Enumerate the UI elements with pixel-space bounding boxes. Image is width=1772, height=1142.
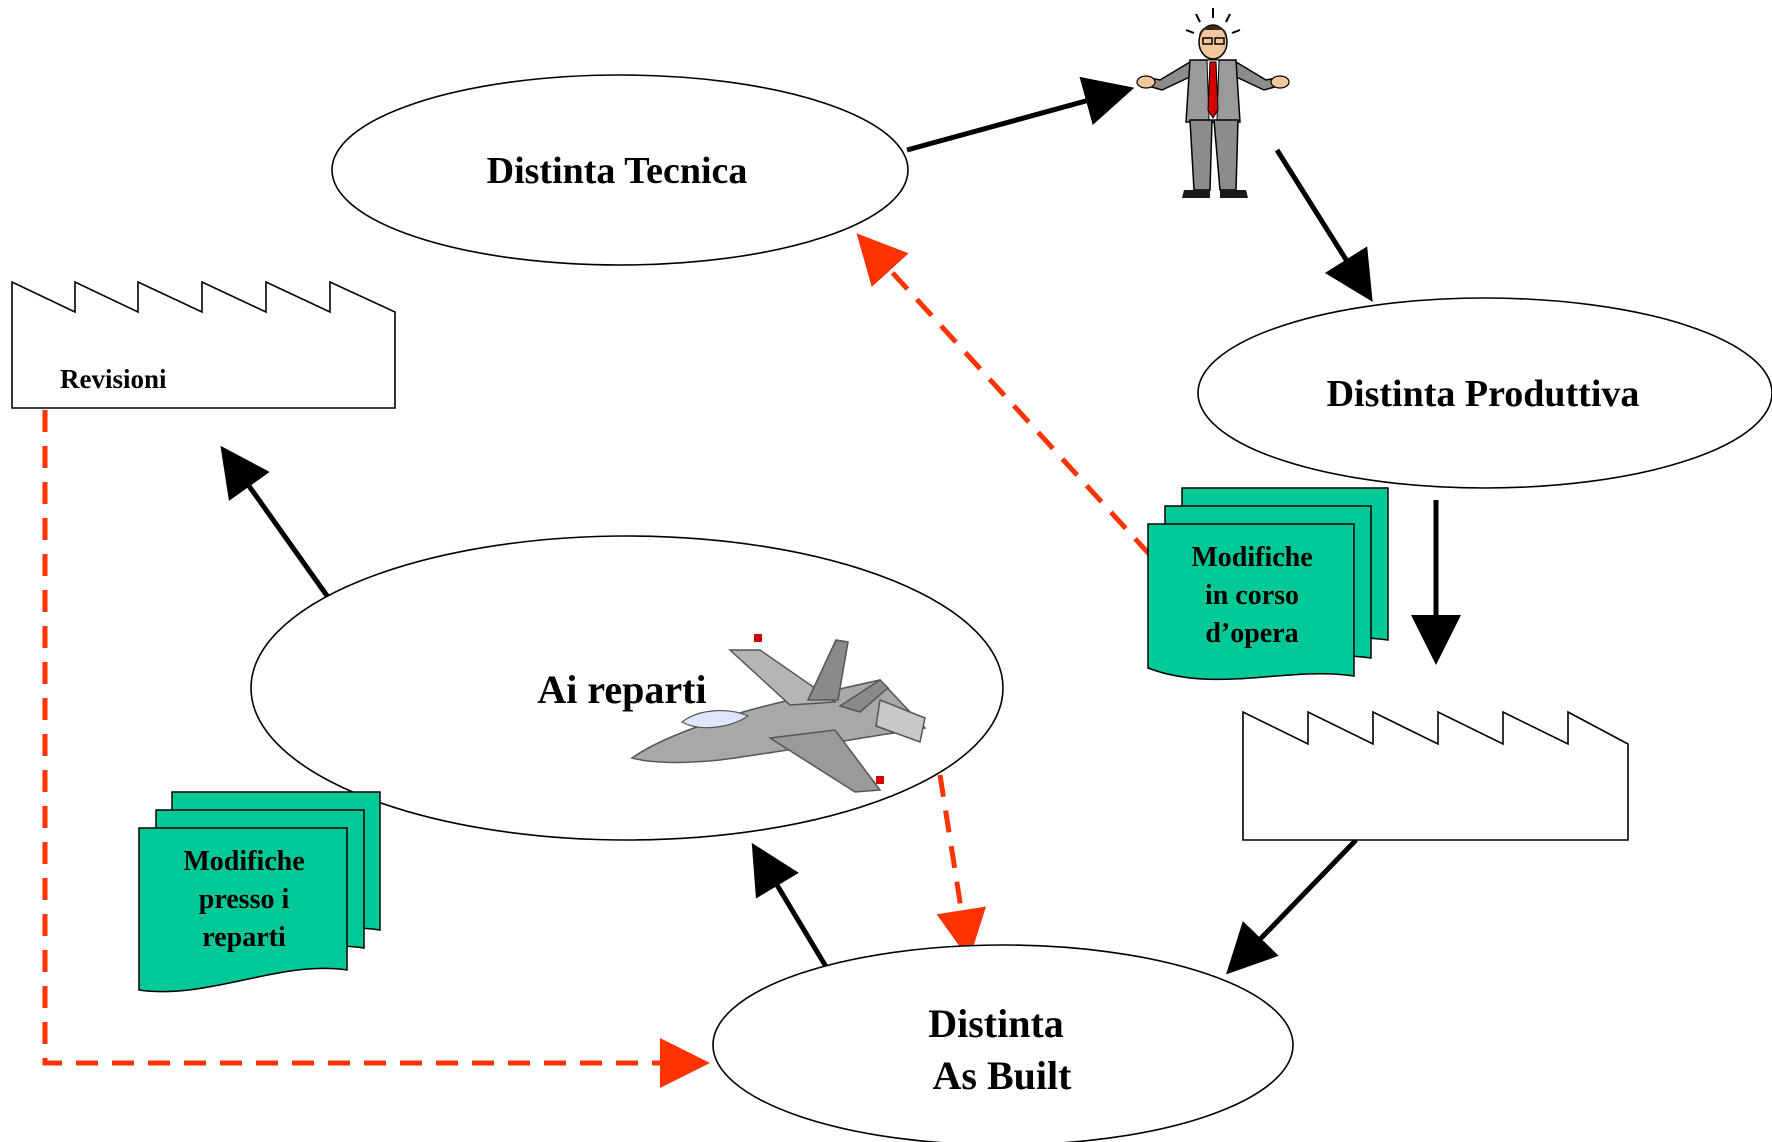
doc-text-modifiche-reparti-2: presso i — [199, 884, 290, 915]
dashed-arrow-modifiche-to-tecnica — [856, 233, 1152, 557]
doc-text-modifiche-reparti-1: Modifiche — [183, 846, 304, 877]
doc-text-modifiche-reparti-3: reparti — [202, 922, 286, 953]
label-revisioni: Revisioni — [60, 364, 167, 394]
factory-icon — [1242, 710, 1629, 841]
doc-text-modifiche-corso-1: Modifiche — [1191, 542, 1312, 573]
dashed-arrow-revisioni-to-asbuilt — [42, 410, 710, 1088]
arrow-factory-to-asbuilt — [1226, 838, 1358, 975]
label-distinta-as-built-1: Distinta — [928, 1001, 1064, 1046]
label-distinta-produttiva: Distinta Produttiva — [1327, 373, 1640, 415]
label-distinta-tecnica: Distinta Tecnica — [487, 150, 748, 192]
document-stack-modifiche-reparti — [138, 791, 381, 993]
node-distinta-as-built — [712, 944, 1294, 1142]
arrow-man-to-produttiva — [1274, 148, 1373, 302]
worried-man-icon — [1136, 8, 1290, 198]
node-distinta-produttiva — [1197, 297, 1772, 489]
label-distinta-as-built-2: As Built — [933, 1053, 1073, 1098]
arrow-reparti-to-revisioni — [220, 445, 333, 602]
dashed-arrow-reparti-to-asbuilt — [936, 774, 987, 960]
node-distinta-tecnica — [331, 74, 909, 266]
doc-text-modifiche-corso-3: d’opera — [1205, 618, 1298, 649]
label-ai-reparti: Ai reparti — [537, 667, 706, 712]
doc-text-modifiche-corso-2: in corso — [1205, 580, 1299, 611]
document-stack-modifiche-in-corso — [1147, 487, 1389, 681]
fighter-jet-icon — [630, 634, 927, 793]
arrow-tecnica-to-man — [906, 76, 1135, 153]
arrow-asbuilt-to-reparti — [751, 842, 831, 972]
factory-icon — [11, 280, 396, 409]
